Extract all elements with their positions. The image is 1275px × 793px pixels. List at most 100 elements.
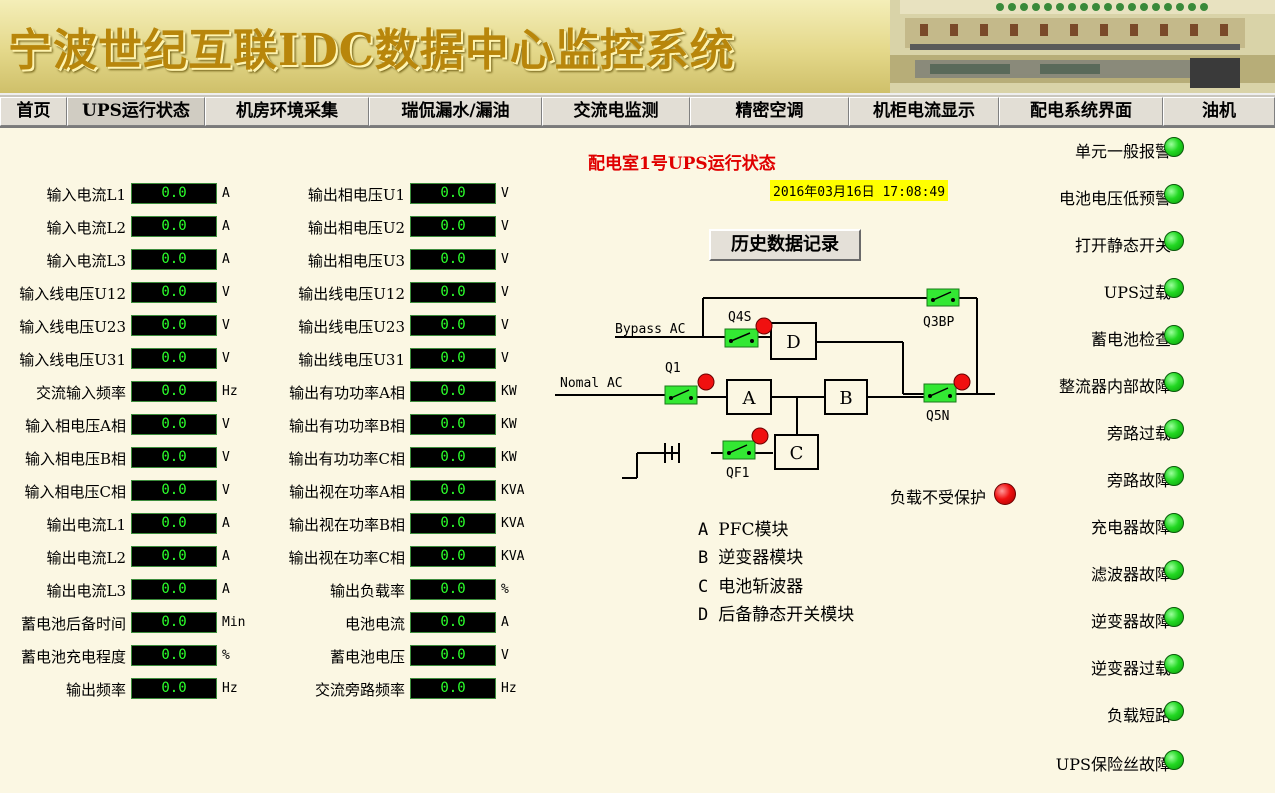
- alarm-led: [1164, 184, 1184, 204]
- page-heading: 配电室1号UPS运行状态: [588, 154, 776, 174]
- switch-q5n[interactable]: [923, 383, 957, 403]
- legend-text: 后备静态开关模块: [718, 605, 855, 625]
- alarm-led: [1164, 654, 1184, 674]
- history-records-button[interactable]: 历史数据记录: [709, 229, 861, 261]
- alarm-led: [1164, 372, 1184, 392]
- block-d: D: [770, 322, 817, 360]
- reading-label: 输入相电压B相: [24, 450, 126, 468]
- switch-q1[interactable]: [664, 385, 698, 405]
- reading-unit: V: [501, 186, 509, 201]
- reading-unit: A: [222, 549, 230, 564]
- reading-value: 0.0: [410, 480, 496, 501]
- reading-unit: V: [222, 417, 230, 432]
- tab-ups-status[interactable]: UPS运行状态: [67, 97, 205, 126]
- reading-value: 0.0: [131, 414, 217, 435]
- reading-value: 0.0: [131, 546, 217, 567]
- reading-value: 0.0: [131, 480, 217, 501]
- reading-value: 0.0: [131, 645, 217, 666]
- reading-label: 输出有功功率B相: [288, 417, 405, 435]
- legend-text: PFC模块: [718, 520, 789, 540]
- reading-label: 输出线电压U31: [298, 351, 405, 369]
- reading-label: 蓄电池充电程度: [20, 648, 126, 666]
- qf1-status-led: [751, 427, 769, 445]
- block-b-label: B: [839, 388, 852, 409]
- reading-label: 输出有功功率C相: [288, 450, 405, 468]
- reading-value: 0.0: [410, 645, 496, 666]
- reading-label: 输出线电压U23: [298, 318, 405, 336]
- reading-label: 输入线电压U12: [19, 285, 126, 303]
- tab-generator[interactable]: 油机: [1163, 97, 1275, 126]
- reading-value: 0.0: [131, 249, 217, 270]
- load-unprotected-label: 负载不受保护: [890, 488, 987, 507]
- reading-value: 0.0: [131, 678, 217, 699]
- reading-unit: A: [222, 582, 230, 597]
- reading-label: 输出线电压U12: [298, 285, 405, 303]
- switch-q3bp[interactable]: [926, 288, 960, 307]
- block-d-label: D: [786, 332, 800, 353]
- reading-value: 0.0: [131, 447, 217, 468]
- tab-ac-monitor[interactable]: 交流电监测: [542, 97, 690, 126]
- reading-label: 输出视在功率C相: [288, 549, 405, 567]
- reading-label: 输出视在功率B相: [288, 516, 405, 534]
- reading-unit: V: [222, 483, 230, 498]
- alarm-label: UPS过载: [1103, 283, 1171, 302]
- tab-home[interactable]: 首页: [0, 97, 67, 126]
- reading-value: 0.0: [410, 513, 496, 534]
- reading-label: 输出相电压U1: [307, 186, 405, 204]
- reading-value: 0.0: [410, 348, 496, 369]
- legend-key: D: [698, 605, 709, 625]
- q3bp-label: Q3BP: [923, 315, 954, 330]
- reading-label: 输入电流L3: [46, 252, 126, 270]
- tab-power-distribution[interactable]: 配电系统界面: [999, 97, 1163, 126]
- reading-unit: KW: [501, 417, 517, 432]
- alarm-led: [1164, 419, 1184, 439]
- reading-label: 输入线电压U31: [19, 351, 126, 369]
- reading-label: 蓄电池后备时间: [20, 615, 126, 633]
- tab-room-environment[interactable]: 机房环境采集: [205, 97, 369, 126]
- app-title: 宁波世纪互联IDC数据中心监控系统: [8, 25, 735, 76]
- wiring: [555, 297, 995, 479]
- reading-label: 交流旁路频率: [314, 681, 405, 699]
- alarm-label: 滤波器故障: [1090, 565, 1171, 584]
- reading-value: 0.0: [410, 447, 496, 468]
- reading-value: 0.0: [410, 546, 496, 567]
- reading-unit: V: [501, 648, 509, 663]
- reading-value: 0.0: [131, 282, 217, 303]
- reading-label: 输入电流L1: [46, 186, 126, 204]
- reading-value: 0.0: [131, 612, 217, 633]
- reading-unit: A: [222, 186, 230, 201]
- alarm-label: 逆变器过载: [1090, 659, 1171, 678]
- reading-value: 0.0: [410, 678, 496, 699]
- reading-value: 0.0: [131, 348, 217, 369]
- alarm-label: 单元一般报警: [1074, 142, 1171, 161]
- reading-unit: A: [222, 516, 230, 531]
- legend-text: 电池斩波器: [718, 577, 804, 597]
- reading-unit: V: [501, 252, 509, 267]
- bypass-ac-label: Bypass AC: [615, 322, 685, 337]
- alarm-led: [1164, 325, 1184, 345]
- tab-leak-detection[interactable]: 瑞侃漏水/漏油: [369, 97, 542, 126]
- reading-label: 输出电流L1: [46, 516, 126, 534]
- normal-ac-label: Nomal AC: [560, 376, 623, 391]
- alarm-label: UPS保险丝故障: [1055, 755, 1171, 774]
- reading-unit: V: [222, 450, 230, 465]
- switch-q4s[interactable]: [724, 328, 759, 348]
- reading-value: 0.0: [410, 183, 496, 204]
- reading-label: 输出频率: [65, 681, 126, 699]
- alarm-label: 负载短路: [1106, 706, 1171, 725]
- alarm-led: [1164, 513, 1184, 533]
- tab-rack-current[interactable]: 机柜电流显示: [849, 97, 999, 126]
- tab-precision-ac[interactable]: 精密空调: [690, 97, 849, 126]
- reading-unit: A: [222, 219, 230, 234]
- alarm-led: [1164, 137, 1184, 157]
- block-a-label: A: [742, 388, 757, 409]
- reading-value: 0.0: [410, 381, 496, 402]
- reading-unit: V: [222, 351, 230, 366]
- reading-unit: Hz: [222, 681, 238, 696]
- reading-label: 输入线电压U23: [19, 318, 126, 336]
- switch-qf1[interactable]: [722, 440, 756, 460]
- load-unprotected-led: [994, 483, 1016, 505]
- reading-label: 输出视在功率A相: [289, 483, 405, 501]
- q5n-status-led: [953, 373, 971, 391]
